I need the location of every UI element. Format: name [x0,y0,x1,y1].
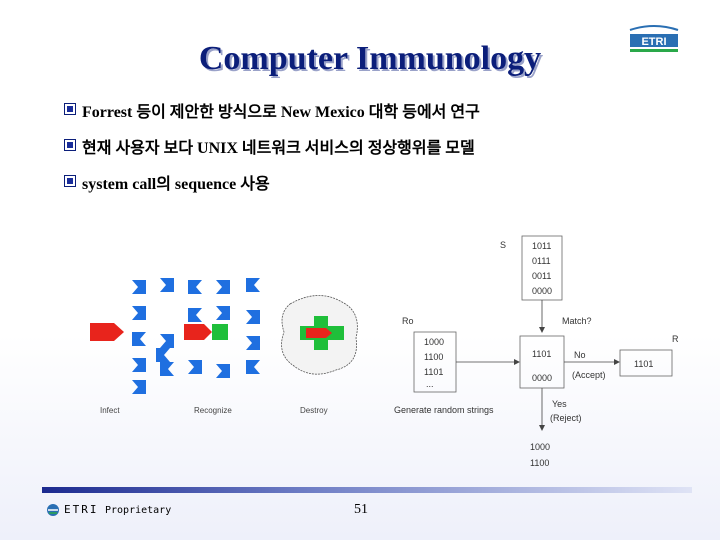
pathogen-icon [90,323,124,341]
rejected-string: 1000 [530,442,550,452]
ro-string: ... [426,379,434,389]
no-label: No [574,350,586,360]
bullet-square-icon [64,139,76,151]
r-label: R [672,334,679,344]
yes-label: Yes [552,399,567,409]
generate-label: Generate random strings [394,405,494,415]
label-recognize: Recognize [194,406,232,415]
negative-selection-diagram: S 1011 0111 0011 0000 Ro Match? 1000 110… [390,232,690,472]
ro-string: 1000 [424,337,444,347]
s-string: 0011 [532,271,551,281]
ro-label: Ro [402,316,414,326]
reject-label: (Reject) [550,413,582,423]
slide-title: Computer Immunology [0,40,720,78]
bullet-text: 현재 사용자 보다 UNIX 네트워크 서비스의 정상행위를 모델 [82,134,475,158]
s-string: 0111 [532,256,551,266]
rejected-string: 1100 [530,458,549,468]
candidate-string: 1101 [532,349,551,359]
label-destroy: Destroy [300,406,328,415]
footer-proprietary: Proprietary [105,505,171,516]
bullet-square-icon [64,103,76,115]
ro-string: 1100 [424,352,443,362]
page-number: 51 [354,502,368,518]
recognize-icon [184,324,228,340]
match-label: Match? [562,316,592,326]
label-infect: Infect [100,406,120,415]
r-string: 1101 [634,359,653,369]
etri-footer-logo-icon [46,503,60,517]
destroy-icon [282,295,358,374]
ro-string: 1101 [424,367,443,377]
s-string: 0000 [532,286,552,296]
etri-logo-text: ETRI [641,36,666,48]
accept-label: (Accept) [572,370,606,380]
s-string: 1011 [532,241,551,251]
etri-logo: ETRI [626,24,682,54]
bullet-text: system call의 sequence 사용 [82,170,270,194]
s-label: S [500,240,506,250]
candidate-string: 0000 [532,373,552,383]
footer-brand: ETRI [64,503,99,516]
bullet-square-icon [64,175,76,187]
footer-divider [42,487,692,493]
bullet-text: Forrest 등이 제안한 방식으로 New Mexico 대학 등에서 연구 [82,98,480,122]
immune-illustration: Infect Recognize Destroy [80,268,370,418]
